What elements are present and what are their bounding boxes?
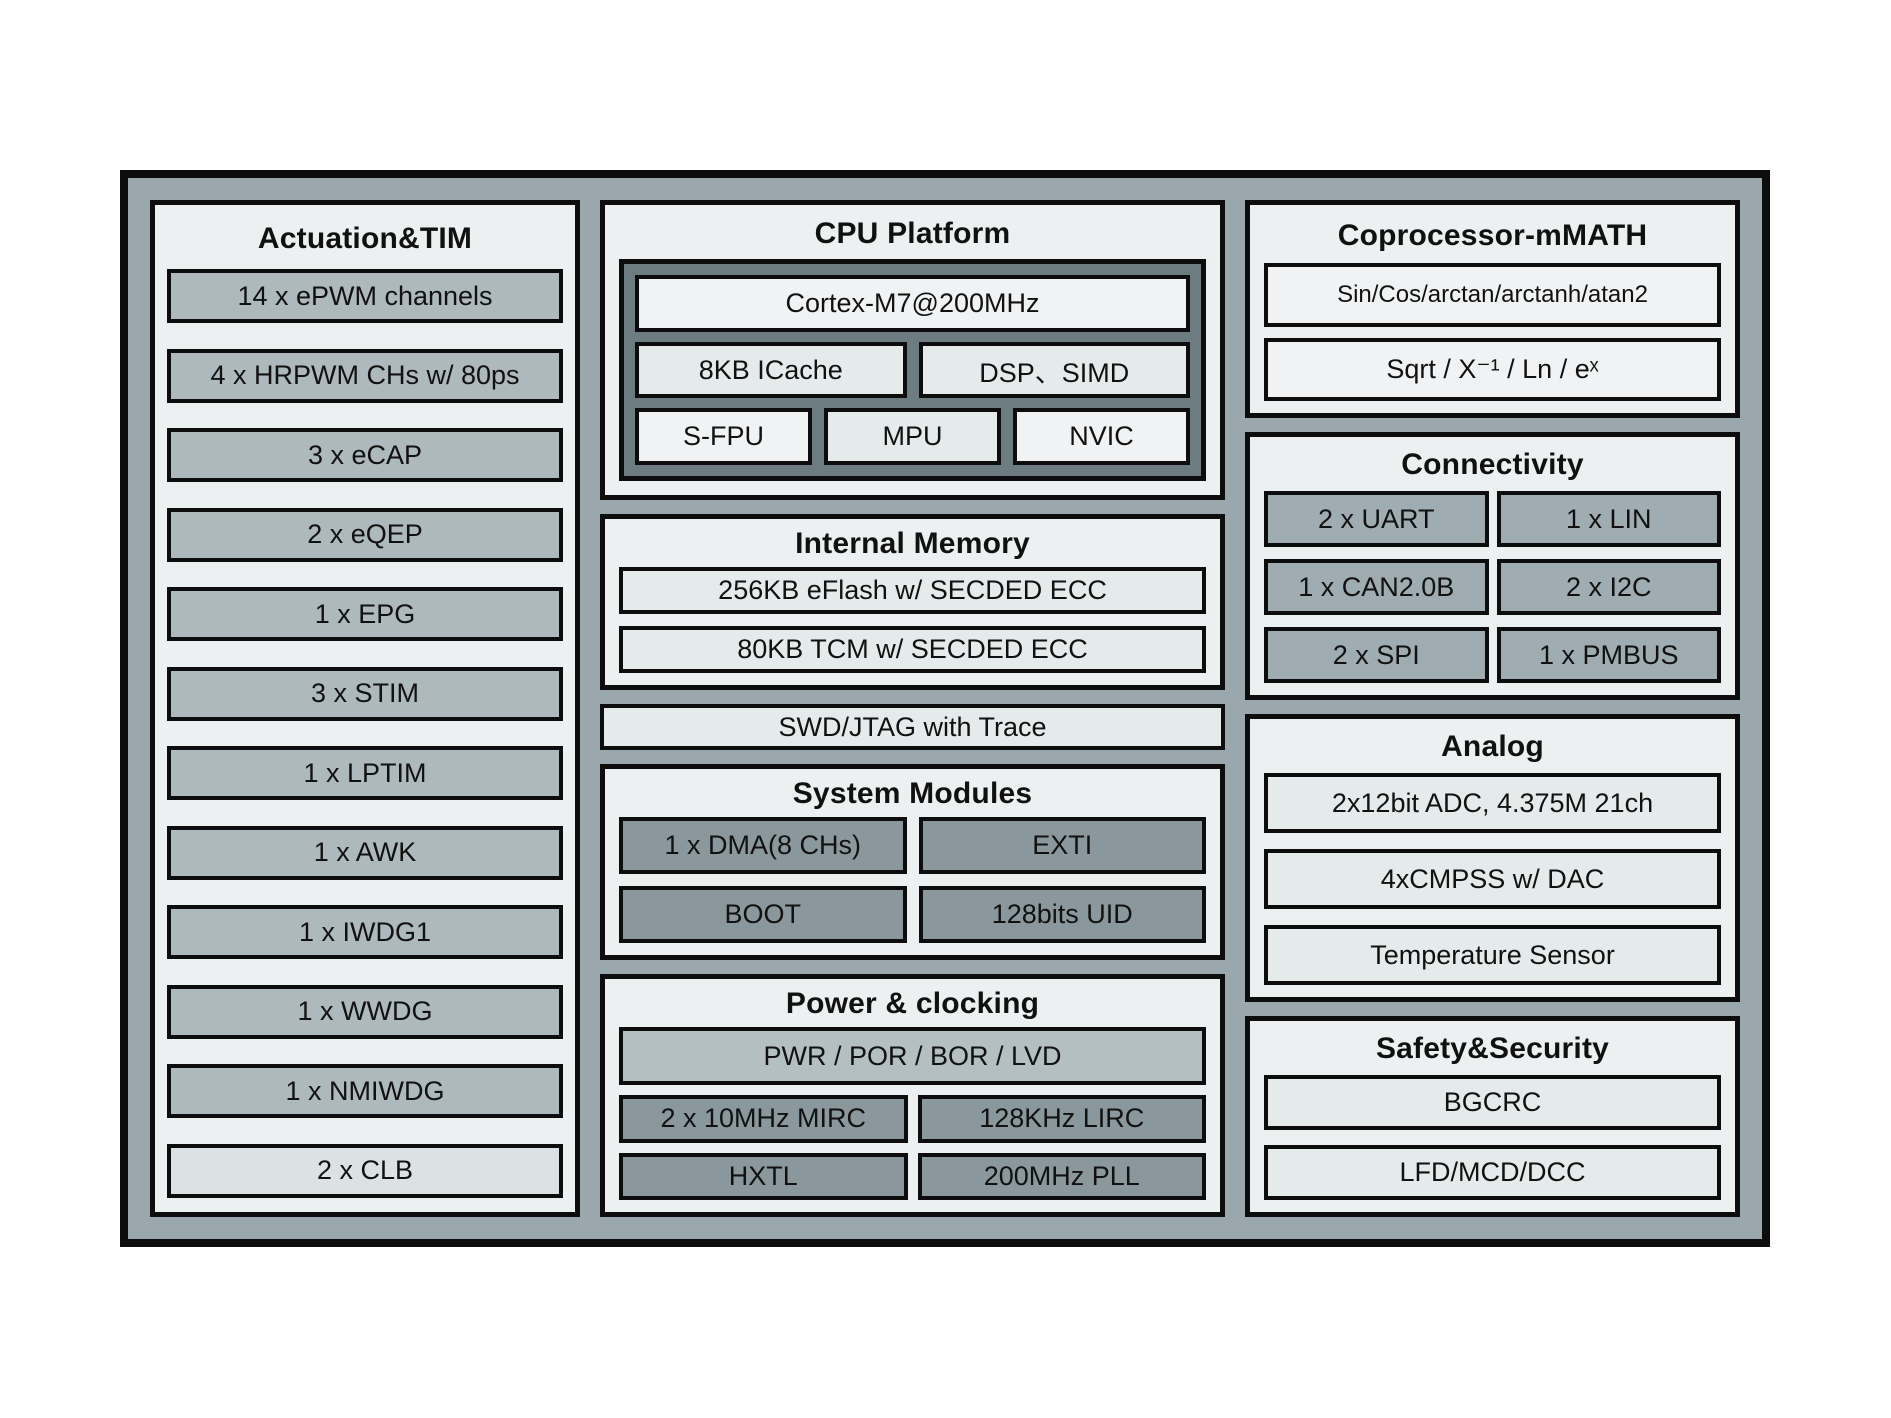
panel-cpu-platform: CPU Platform Cortex-M7@200MHz 8KB ICache… [600, 200, 1225, 500]
item-nmiwdg: 1 x NMIWDG [167, 1064, 563, 1119]
item-uart: 2 x UART [1264, 491, 1489, 547]
item-trig-functions: Sin/Cos/arctan/arctanh/atan2 [1264, 263, 1721, 327]
item-lptim: 1 x LPTIM [167, 746, 563, 801]
item-hrpwm: 4 x HRPWM CHs w/ 80ps [167, 348, 563, 403]
item-epwm: 14 x ePWM channels [167, 269, 563, 323]
panel-actuation-tim: Actuation&TIM 14 x ePWM channels 4 x HRP… [150, 200, 580, 1217]
panel-analog: Analog 2x12bit ADC, 4.375M 21ch 4xCMPSS … [1245, 714, 1740, 1002]
item-iwdg1: 1 x IWDG1 [167, 905, 563, 960]
coprocessor-items: Sin/Cos/arctan/arctanh/atan2 Sqrt / X⁻¹ … [1264, 263, 1721, 401]
power-clocking-title: Power & clocking [785, 987, 1040, 1020]
item-sqrt-ln-exp: Sqrt / X⁻¹ / Ln / eˣ [1264, 337, 1721, 401]
item-lin: 1 x LIN [1496, 491, 1721, 547]
connectivity-title: Connectivity [1401, 448, 1584, 481]
item-swd-jtag: SWD/JTAG with Trace [600, 704, 1225, 750]
cpu-row-units: S-FPU MPU NVIC [635, 408, 1190, 466]
item-ecap: 3 x eCAP [167, 428, 563, 483]
cpu-row-core: Cortex-M7@200MHz [635, 275, 1190, 332]
panel-coprocessor-mmath: Coprocessor-mMATH Sin/Cos/arctan/arctanh… [1245, 200, 1740, 418]
item-boot: BOOT [619, 886, 907, 943]
item-nvic: NVIC [1013, 408, 1190, 466]
system-modules-title: System Modules [792, 777, 1033, 810]
item-exti: EXTI [918, 817, 1206, 874]
cpu-row-cache: 8KB ICache DSP、SIMD [635, 341, 1190, 399]
item-i2c: 2 x I2C [1496, 559, 1721, 615]
item-mpu: MPU [824, 408, 1001, 466]
item-stim: 3 x STIM [167, 666, 563, 721]
mcu-block-diagram: Actuation&TIM 14 x ePWM channels 4 x HRP… [120, 170, 1770, 1247]
item-icache: 8KB ICache [635, 341, 907, 399]
power-clock-grid: 2 x 10MHz MIRC 128KHz LIRC HXTL 200MHz P… [619, 1095, 1206, 1200]
panel-system-modules: System Modules 1 x DMA(8 CHs) EXTI BOOT … [600, 764, 1225, 960]
cpu-platform-title: CPU Platform [814, 217, 1011, 250]
internal-memory-items: 256KB eFlash w/ SECDED ECC 80KB TCM w/ S… [619, 567, 1206, 673]
analog-items: 2x12bit ADC, 4.375M 21ch 4xCMPSS w/ DAC … [1264, 773, 1721, 985]
item-lfd-mcd-dcc: LFD/MCD/DCC [1264, 1145, 1721, 1200]
actuation-tim-items: 14 x ePWM channels 4 x HRPWM CHs w/ 80ps… [155, 267, 575, 1212]
item-clb: 2 x CLB [167, 1143, 563, 1198]
middle-column: CPU Platform Cortex-M7@200MHz 8KB ICache… [600, 200, 1225, 1217]
item-cmpss: 4xCMPSS w/ DAC [1264, 849, 1721, 909]
item-spi: 2 x SPI [1264, 627, 1489, 683]
cpu-core-well: Cortex-M7@200MHz 8KB ICache DSP、SIMD S-F… [619, 259, 1206, 481]
item-epg: 1 x EPG [167, 587, 563, 642]
coprocessor-title: Coprocessor-mMATH [1337, 219, 1648, 252]
item-awk: 1 x AWK [167, 825, 563, 880]
item-pll: 200MHz PLL [917, 1152, 1206, 1200]
item-cortex-m7: Cortex-M7@200MHz [635, 275, 1190, 332]
item-dsp-simd: DSP、SIMD [918, 341, 1190, 399]
item-bgcrc: BGCRC [1264, 1075, 1721, 1130]
item-hxtl: HXTL [619, 1152, 908, 1200]
panel-internal-memory: Internal Memory 256KB eFlash w/ SECDED E… [600, 514, 1225, 690]
item-temp-sensor: Temperature Sensor [1264, 925, 1721, 985]
item-eflash: 256KB eFlash w/ SECDED ECC [619, 567, 1206, 614]
item-wwdg: 1 x WWDG [167, 984, 563, 1039]
panel-safety-security: Safety&Security BGCRC LFD/MCD/DCC [1245, 1016, 1740, 1217]
item-sfpu: S-FPU [635, 408, 812, 466]
internal-memory-title: Internal Memory [795, 527, 1030, 560]
item-lirc: 128KHz LIRC [917, 1095, 1206, 1143]
item-can: 1 x CAN2.0B [1264, 559, 1489, 615]
connectivity-items: 2 x UART 1 x LIN 1 x CAN2.0B 2 x I2C 2 x… [1264, 491, 1721, 683]
item-adc: 2x12bit ADC, 4.375M 21ch [1264, 773, 1721, 833]
item-tcm: 80KB TCM w/ SECDED ECC [619, 626, 1206, 673]
safety-security-items: BGCRC LFD/MCD/DCC [1264, 1075, 1721, 1200]
item-mirc: 2 x 10MHz MIRC [619, 1095, 908, 1143]
item-pwr-por-bor-lvd: PWR / POR / BOR / LVD [619, 1027, 1206, 1085]
actuation-tim-title: Actuation&TIM [257, 222, 473, 255]
right-column: Coprocessor-mMATH Sin/Cos/arctan/arctanh… [1245, 200, 1740, 1217]
item-pmbus: 1 x PMBUS [1496, 627, 1721, 683]
analog-title: Analog [1441, 730, 1544, 763]
item-uid: 128bits UID [918, 886, 1206, 943]
item-dma: 1 x DMA(8 CHs) [619, 817, 907, 874]
item-eqep: 2 x eQEP [167, 507, 563, 562]
power-clocking-items: PWR / POR / BOR / LVD 2 x 10MHz MIRC 128… [619, 1027, 1206, 1200]
panel-power-clocking: Power & clocking PWR / POR / BOR / LVD 2… [600, 974, 1225, 1217]
safety-security-title: Safety&Security [1375, 1032, 1610, 1065]
panel-connectivity: Connectivity 2 x UART 1 x LIN 1 x CAN2.0… [1245, 432, 1740, 700]
system-modules-items: 1 x DMA(8 CHs) EXTI BOOT 128bits UID [619, 817, 1206, 943]
